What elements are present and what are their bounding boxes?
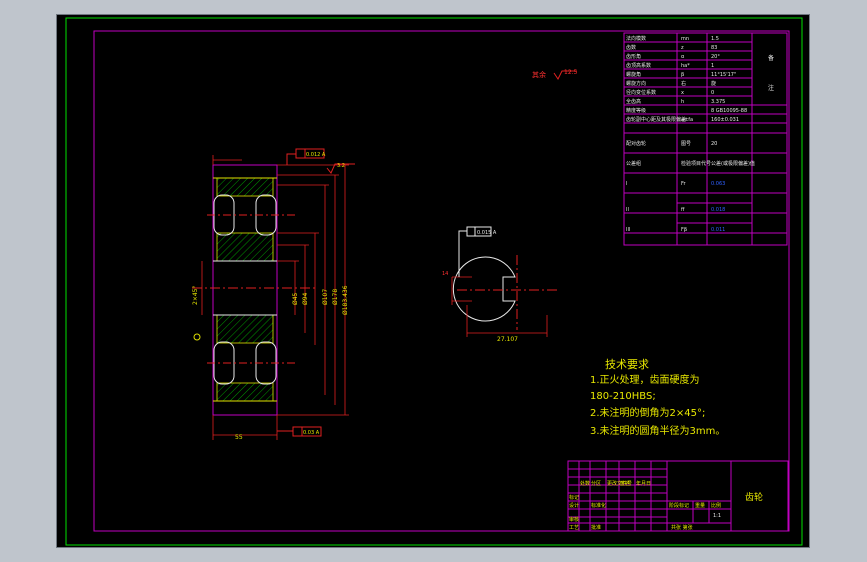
param-cell: 20 xyxy=(711,141,717,147)
tech-req-heading: 技术要求 xyxy=(605,358,649,371)
param-cell: 全齿高 xyxy=(626,98,641,105)
param-cell: 旋 xyxy=(711,80,716,87)
gdt-frame-top: 0.012 A xyxy=(286,148,326,165)
param-cell: 1.5 xyxy=(711,36,719,42)
tech-req-line-3: 2.未注明的倒角为2×45°; xyxy=(590,406,705,419)
gdt-frame-bottom: 0.03 A xyxy=(277,426,322,437)
param-cell: 公差(或极限偏差)值 xyxy=(711,160,755,167)
param-cell: 齿顶高系数 xyxy=(626,62,651,69)
param-cell: III xyxy=(626,227,630,233)
param-cell: 1 xyxy=(711,63,714,69)
dim-hub: Ø94 xyxy=(302,292,309,305)
param-cell: 齿形角 xyxy=(626,53,641,60)
title-block-label: 年月日 xyxy=(636,480,651,487)
param-cell: a±fa xyxy=(681,117,693,123)
param-cell: z xyxy=(681,45,684,51)
param-cell: 160±0.031 xyxy=(711,117,739,123)
title-block-label: 更改文件号 xyxy=(607,480,632,487)
keyway-view: 27.107 0.015 A 14 xyxy=(442,226,557,343)
param-cell: Fβ xyxy=(681,227,687,233)
tech-req-line-4: 3.未注明的圆角半径为3mm。 xyxy=(590,424,725,437)
param-cell: 0.011 xyxy=(711,227,725,233)
param-cell: ff xyxy=(681,207,685,213)
param-cell: 83 xyxy=(711,45,717,51)
title-block-label: 标准化 xyxy=(591,502,606,509)
title-block-label: 处数 xyxy=(580,480,590,487)
param-cell: 右 xyxy=(681,80,686,87)
param-cell: 法向模数 xyxy=(626,35,646,42)
param-cell: 精度等级 xyxy=(626,107,646,114)
param-cell: 齿数 xyxy=(626,44,636,51)
param-cell: mn xyxy=(681,36,689,42)
title-block: 标记处数分区更改文件号签名年月日设计 标准化审核工艺 批准 阶段标记重量比例共张 第张… xyxy=(567,460,789,532)
param-cell: I xyxy=(626,181,627,187)
title-block-label: 共张 第张 xyxy=(671,524,693,531)
param-cell: 公差组 xyxy=(626,160,641,167)
param-cell: 径向变位系数 xyxy=(626,89,656,96)
param-cell: 0.018 xyxy=(711,207,725,213)
roughness-label: 其余 xyxy=(532,70,546,79)
svg-text:14: 14 xyxy=(442,271,448,277)
param-cell: 检验项目代号 xyxy=(681,160,711,167)
title-block-label: 设计 xyxy=(569,502,579,509)
svg-text:3.2: 3.2 xyxy=(337,163,345,169)
svg-text:备: 备 xyxy=(768,54,774,62)
title-block-label: 审核 xyxy=(569,516,579,523)
param-cell: Fr xyxy=(681,181,687,187)
svg-text:注: 注 xyxy=(768,84,774,92)
param-cell: x xyxy=(681,90,684,96)
param-cell: h xyxy=(681,99,684,105)
title-block-label: 阶段标记 xyxy=(669,502,689,509)
param-cell: 20° xyxy=(711,54,720,60)
dim-pitch: Ø178 xyxy=(332,289,339,305)
svg-text:0.03 A: 0.03 A xyxy=(303,430,320,436)
param-cell: α xyxy=(681,54,685,60)
param-cell: 11°15'17" xyxy=(711,72,736,78)
tech-req-line-2: 180-210HBS; xyxy=(590,391,656,402)
param-cell: 螺旋角 xyxy=(626,71,641,78)
param-cell: ha* xyxy=(681,63,690,69)
roughness-value: 12.5 xyxy=(564,69,578,76)
param-cell: 配对齿轮 xyxy=(626,140,646,147)
title-block-label: 签名 xyxy=(620,480,630,487)
tech-req-line-1: 1.正火处理，齿面硬度为 xyxy=(590,373,700,386)
gear-section-view: 55 Ø183.436 Ø178 Ø107 Ø94 Ø45 2×45° 0.01… xyxy=(192,148,355,441)
param-cell: 齿轮副中心距及其极限偏差 xyxy=(626,116,686,123)
roughness-face: 3.2 xyxy=(326,163,355,174)
dim-chamfer: 2×45° xyxy=(192,286,199,305)
dim-bore: Ø45 xyxy=(292,292,299,305)
cad-viewport[interactable]: 法向模数 mn 1.5 齿数 z 83 齿形角 α 20° 齿顶高系数 ha* 1 螺旋角 β 11°15'… xyxy=(56,14,810,548)
dim-face-width: 55 xyxy=(235,434,243,441)
drawing-canvas[interactable]: 法向模数 mn 1.5 齿数 z 83 齿形角 α 20° 齿顶高系数 ha* 1 螺旋角 β 11°15'… xyxy=(57,15,811,549)
technical-requirements: 技术要求 1.正火处理，齿面硬度为 180-210HBS; 2.未注明的倒角为2… xyxy=(590,358,725,437)
datum-frame: 0.015 A xyxy=(458,226,497,277)
dim-tip: Ø183.436 xyxy=(342,285,349,315)
title-block-label: 比例 xyxy=(711,502,721,509)
part-name: 齿轮 xyxy=(745,491,763,503)
title-block-label: 分区 xyxy=(591,480,601,487)
svg-text:0.015 A: 0.015 A xyxy=(477,230,497,236)
param-cell: 8 GB10095-88 xyxy=(711,108,747,114)
roughness-note: 其余 12.5 xyxy=(532,69,578,80)
title-block-label: 工艺 xyxy=(569,525,579,531)
parameter-table: 法向模数 mn 1.5 齿数 z 83 齿形角 α 20° 齿顶高系数 ha* 1 螺旋角 β 11°15'… xyxy=(623,32,788,246)
param-cell: II xyxy=(626,207,629,213)
title-block-label: 标记 xyxy=(569,494,579,501)
param-cell: 0 xyxy=(711,90,714,96)
title-block-label: 重量 xyxy=(695,502,705,509)
title-block-label: 批准 xyxy=(591,524,601,531)
dim-root: Ø107 xyxy=(322,289,329,305)
param-cell: 螺旋方向 xyxy=(626,80,646,87)
param-cell: 3.375 xyxy=(711,99,725,105)
param-cell: β xyxy=(681,72,684,78)
scale-value: 1:1 xyxy=(713,513,721,519)
param-cell: 0.063 xyxy=(711,181,725,187)
param-cell: 图号 xyxy=(681,141,691,147)
datum-marker xyxy=(193,333,201,341)
dim-keyway: 27.107 xyxy=(497,336,518,343)
svg-text:0.012 A: 0.012 A xyxy=(306,152,326,158)
